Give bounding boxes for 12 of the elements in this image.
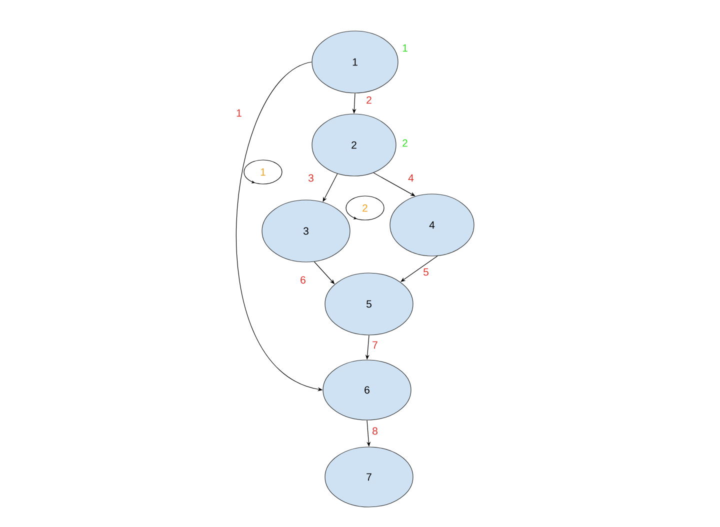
node-number: 2 [402, 139, 408, 147]
edge-label: 1 [235, 108, 243, 118]
region-loop: 1 [244, 160, 282, 184]
edge-label: 2 [365, 95, 373, 105]
arrow [322, 173, 338, 202]
edge-label: 8 [371, 426, 379, 436]
node-number: 1 [402, 44, 408, 52]
edge-label: 6 [299, 275, 307, 285]
edge-label: 4 [407, 173, 415, 183]
edge-label: 5 [422, 267, 430, 277]
region-loop: 2 [346, 196, 384, 220]
edge-label: 7 [371, 340, 379, 350]
